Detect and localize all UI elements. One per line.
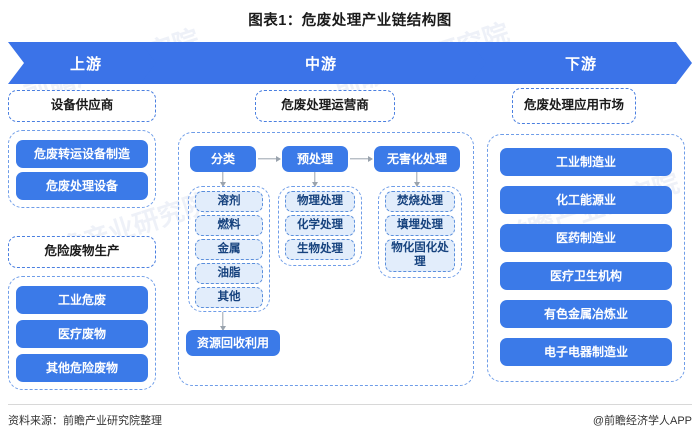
harmless-item-solidification[interactable]: 物化固化处理 [385,239,455,272]
downstream-item-chemical-energy[interactable]: 化工能源业 [500,186,672,214]
banner-segment-downstream[interactable]: 下游 [470,42,692,84]
pretreatment-item-physical[interactable]: 物理处理 [285,191,355,212]
midstream-pretreatment-subgroup [278,186,362,266]
classification-item-grease[interactable]: 油脂 [195,263,263,284]
classification-item-other[interactable]: 其他 [195,287,263,308]
midstream-stage-pretreatment[interactable]: 预处理 [282,146,348,172]
upstream-group2-container [8,276,156,390]
banner-segment-midstream[interactable]: 中游 [140,42,494,84]
arrow-classification-to-pretreatment [258,153,281,165]
pretreatment-item-biological[interactable]: 生物处理 [285,239,355,260]
classification-item-solvent[interactable]: 溶剂 [195,191,263,212]
source-note: 资料来源：前瞻产业研究院整理 [8,415,162,427]
upstream-item-transport-equipment[interactable]: 危废转运设备制造 [16,140,148,168]
arrow-classification-down [217,172,229,187]
midstream-stage-harmless[interactable]: 无害化处理 [374,146,460,172]
midstream-container [178,132,474,386]
banner-label-upstream: 上游 [69,55,102,73]
page-title: 图表1：危废处理产业链结构图 [248,13,452,29]
arrow-pretreatment-down [309,172,321,187]
classification-item-metal[interactable]: 金属 [195,239,263,260]
pretreatment-item-chemical[interactable]: 化学处理 [285,215,355,236]
upstream-item-other-waste[interactable]: 其他危险废物 [16,354,148,382]
downstream-item-medical-institutions[interactable]: 医疗卫生机构 [500,262,672,290]
banner-label-midstream: 中游 [304,55,337,73]
downstream-container [487,134,685,382]
downstream-item-pharmaceutical[interactable]: 医药制造业 [500,224,672,252]
footer-divider [8,404,692,405]
upstream-item-industrial-waste[interactable]: 工业危废 [16,286,148,314]
downstream-item-industrial-manufacturing[interactable]: 工业制造业 [500,148,672,176]
upstream-item-treatment-equipment[interactable]: 危废处理设备 [16,172,148,200]
midstream-header: 危废处理运营商 [255,90,395,122]
midstream-recycle-box[interactable]: 资源回收利用 [186,330,280,356]
credit-note: @前瞻经济学人APP [592,415,692,427]
arrow-classification-to-recycle [217,312,229,331]
midstream-stage-classification[interactable]: 分类 [190,146,256,172]
midstream-harmless-subgroup [378,186,462,278]
downstream-header: 危废处理应用市场 [512,88,636,124]
upstream-group1-header: 设备供应商 [8,90,156,122]
arrow-pretreatment-to-harmless [350,153,373,165]
downstream-item-electronics[interactable]: 电子电器制造业 [500,338,672,366]
harmless-item-landfill[interactable]: 填埋处理 [385,215,455,236]
harmless-item-incineration[interactable]: 焚烧处理 [385,191,455,212]
downstream-item-nonferrous-smelting[interactable]: 有色金属冶炼业 [500,300,672,328]
stage-banner: 上游 中游 下游 [8,42,692,84]
upstream-item-medical-waste[interactable]: 医疗废物 [16,320,148,348]
banner-label-downstream: 下游 [564,55,597,73]
upstream-group1-container [8,130,156,208]
arrow-harmless-down [411,172,423,187]
classification-item-fuel[interactable]: 燃料 [195,215,263,236]
midstream-classification-subgroup [188,186,270,312]
upstream-group2-header: 危险废物生产 [8,236,156,268]
